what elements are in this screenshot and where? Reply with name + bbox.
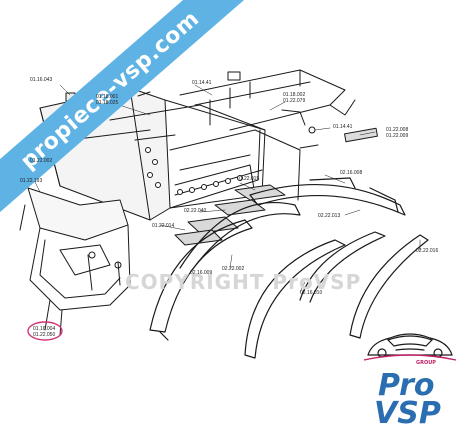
side-panel-holes bbox=[145, 147, 243, 195]
part-label: 01.16.043 bbox=[30, 77, 53, 83]
rear-cross-bars bbox=[179, 69, 356, 131]
part-label: 01.18.001 01.18.025 bbox=[96, 94, 119, 106]
logo-pro-text: Pro bbox=[378, 368, 435, 403]
part-label: 02.16.010 bbox=[300, 290, 323, 296]
part-label: 01.18.002 01.22.079 bbox=[283, 92, 306, 104]
part-label: 02.16.008 bbox=[340, 170, 363, 176]
part-label: 01.22.015 bbox=[237, 176, 260, 182]
car-silhouette-icon bbox=[363, 333, 457, 361]
part-label: 01.22.008 01.22.009 bbox=[386, 127, 409, 139]
part-label: 01.14.41 bbox=[333, 124, 353, 130]
part-label: 01.22.193 bbox=[20, 178, 43, 184]
part-label: 02.22.040 bbox=[184, 208, 207, 214]
part-label: 02.22.013 bbox=[318, 213, 341, 219]
part-label: 02.22.002 bbox=[222, 266, 245, 272]
part-label: 01.22.002 bbox=[30, 158, 53, 164]
provsp-logo: GROUP Pro VSP bbox=[360, 320, 460, 431]
part-label: 01.14.41 bbox=[192, 80, 212, 86]
roll-bars bbox=[149, 177, 429, 359]
front-subframe bbox=[19, 187, 131, 336]
floor-plates bbox=[174, 184, 286, 246]
highlight-ring bbox=[27, 321, 63, 341]
copyright-watermark: COPYRIGHT ProVSP bbox=[125, 270, 362, 294]
logo-group-tag: GROUP bbox=[416, 360, 436, 366]
part-label: 02.16.009 bbox=[190, 270, 213, 276]
part-label: 01.22.014 bbox=[152, 223, 175, 229]
part-label-highlighted: 01.16.004 01.22.050 bbox=[33, 326, 56, 338]
logo-vsp-text: VSP bbox=[374, 396, 441, 431]
part-label: 02.22.016 bbox=[416, 248, 439, 254]
